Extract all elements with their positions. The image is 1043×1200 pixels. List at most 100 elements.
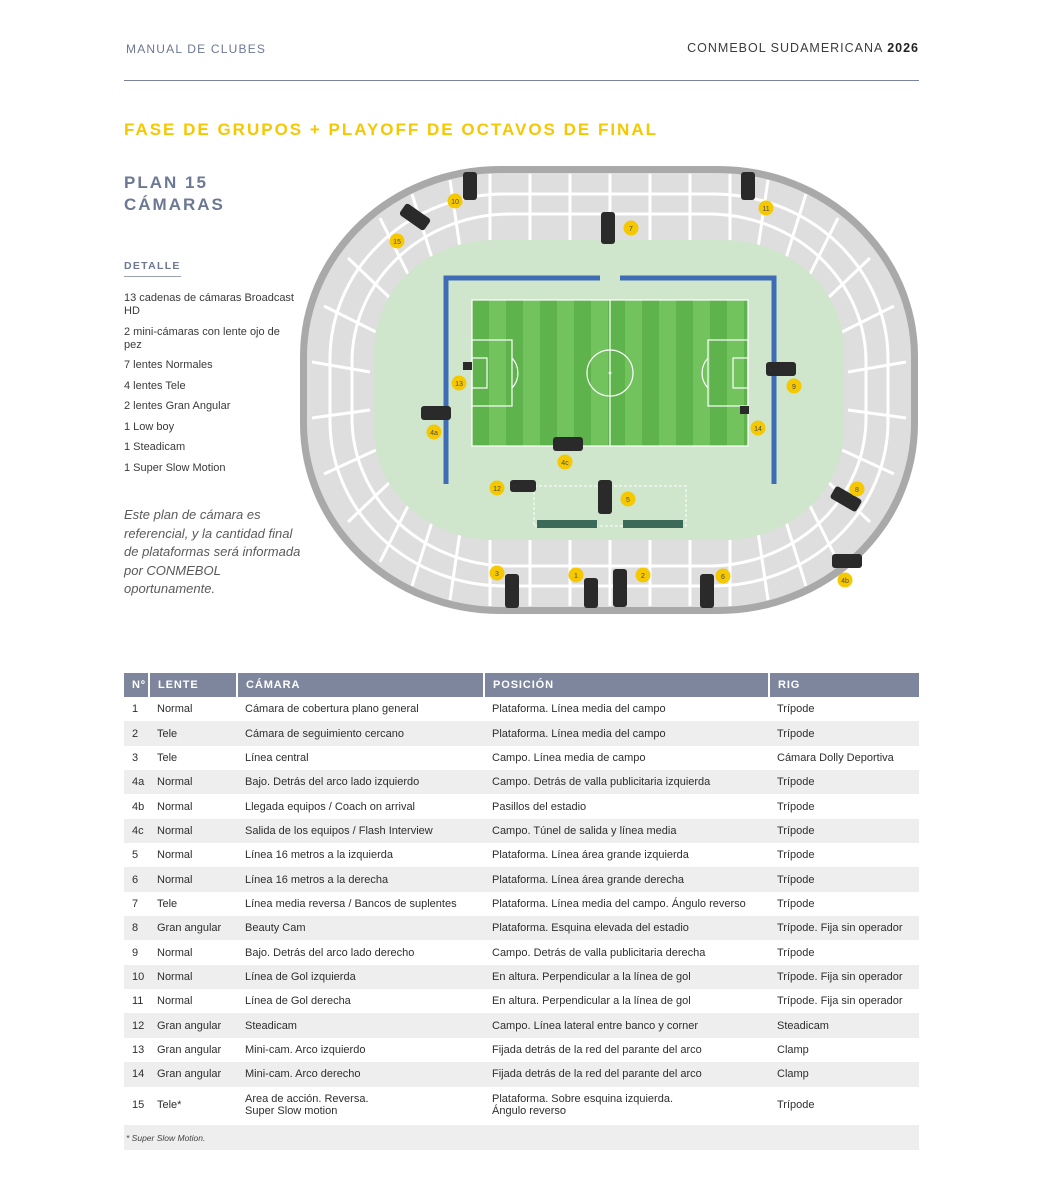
footnote: * Super Slow Motion. — [124, 1125, 919, 1150]
cell-rig: Trípode — [777, 800, 815, 813]
cell-position: Plataforma. Línea área grande derecha — [484, 867, 769, 892]
svg-text:14: 14 — [754, 426, 762, 433]
detail-item: 4 lentes Tele — [124, 379, 186, 392]
table-row: 3 Tele Línea central Campo. Línea media de … — [124, 746, 919, 770]
cell-rig: Clamp — [777, 1043, 809, 1056]
cell-number: 13 — [132, 1043, 145, 1056]
cell-lens: Gran angular — [149, 1062, 237, 1087]
detail-item: 13 cadenas de cámaras Broadcast HD — [124, 292, 294, 317]
camera-badge: 10 — [447, 193, 463, 209]
cell-lens: Normal — [157, 849, 193, 862]
bench-right — [623, 520, 683, 528]
camera-badge: 12 — [489, 480, 505, 496]
cell-number: 2 — [124, 721, 149, 746]
cell-position: Campo. Detrás de valla publicitaria izqu… — [484, 770, 769, 795]
camera-icons — [399, 172, 862, 608]
cell-rig: Trípode — [769, 770, 919, 795]
camera-badge: 1 — [568, 567, 584, 583]
stadium-camera-map: 10 11 7 15 13 9 4a 14 4c 12 5 8 3 1 2 6 … — [300, 166, 918, 614]
camera-badge: 7 — [623, 220, 639, 236]
cell-rig: Trípode — [777, 897, 815, 910]
header-divider — [124, 80, 919, 81]
cell-position: Plataforma. Línea media del campo — [484, 721, 769, 746]
cell-lens: Tele — [157, 751, 178, 764]
cell-position: Campo. Túnel de salida y línea media — [484, 818, 769, 844]
cell-position: Plataforma. Línea área grande izquierda — [492, 849, 689, 862]
cell-camera: Mini-cam. Arco izquierdo — [245, 1043, 366, 1056]
camera-badge: 13 — [451, 375, 467, 391]
cell-lens: Normal — [149, 770, 237, 795]
cell-rig: Trípode — [777, 1099, 815, 1111]
cell-camera-line2: Super Slow motion — [245, 1105, 338, 1117]
column-header-number: Nº — [124, 673, 150, 697]
cell-rig: Trípode — [769, 867, 919, 892]
cell-camera: Línea de Gol derecha — [245, 995, 351, 1008]
cell-camera: Area de acción. Reversa.Super Slow motio… — [237, 1087, 484, 1124]
cell-rig: Trípode. Fija sin operador — [769, 916, 919, 941]
camera-badge: 15 — [389, 233, 405, 249]
cell-position: Campo. Detrás de valla publicitaria dere… — [492, 946, 706, 959]
svg-text:9: 9 — [792, 384, 796, 391]
competition-year: 2026 — [887, 41, 919, 55]
cell-number: 8 — [124, 916, 149, 941]
competition-title: CONMEBOL SUDAMERICANA 2026 — [687, 41, 919, 55]
cell-number: 1 — [132, 703, 139, 716]
cell-lens: Tele — [149, 721, 237, 746]
cell-camera: Llegada equipos / Coach on arrival — [245, 800, 416, 813]
cell-position: En altura. Perpendicular a la línea de g… — [492, 995, 691, 1008]
cell-rig: Trípode — [769, 721, 919, 746]
svg-text:15: 15 — [393, 239, 401, 246]
section-title: FASE DE GRUPOS + PLAYOFF DE OCTAVOS DE F… — [124, 120, 658, 139]
pitch-lines — [471, 299, 749, 447]
cell-position: Campo. Línea media de campo — [492, 751, 646, 764]
manual-title: MANUAL DE CLUBES — [126, 42, 267, 56]
camera-badge: 4a — [426, 424, 442, 440]
plan-title: PLAN 15 CÁMARAS — [124, 172, 225, 216]
cell-number: 11 — [132, 995, 144, 1008]
cell-camera: Línea media reversa / Bancos de suplente… — [245, 897, 457, 910]
detail-item: 1 Low boy — [124, 420, 175, 433]
cell-number: 3 — [132, 751, 139, 764]
cell-position-line1: Plataforma. Sobre esquina izquierda. — [492, 1093, 673, 1105]
cell-number: 9 — [132, 946, 139, 959]
cell-number: 5 — [132, 849, 139, 862]
cell-camera-line1: Area de acción. Reversa. — [245, 1093, 369, 1105]
cell-position: Fijada detrás de la red del parante del … — [492, 1043, 702, 1056]
svg-text:13: 13 — [455, 381, 463, 388]
camera-badges: 10 11 7 15 13 9 4a 14 4c 12 5 8 3 1 2 6 … — [389, 193, 865, 588]
cell-position: Plataforma. Línea media del campo. Ángul… — [492, 897, 746, 910]
table-row: 15 Tele* Area de acción. Reversa.Super S… — [124, 1087, 919, 1124]
svg-text:4c: 4c — [561, 460, 569, 467]
cell-position: En altura. Perpendicular a la línea de g… — [484, 964, 769, 990]
cell-camera: Cámara de seguimiento cercano — [237, 721, 484, 746]
cell-number: 15 — [132, 1099, 145, 1111]
detail-label: DETALLE — [124, 260, 181, 277]
cell-position: Campo. Línea lateral entre banco y corne… — [484, 1013, 769, 1038]
svg-text:7: 7 — [629, 226, 633, 233]
cell-rig: Trípode — [777, 849, 815, 862]
cell-lens: Normal — [149, 964, 237, 990]
cell-rig: Trípode. Fija sin operador — [777, 995, 903, 1008]
cell-camera: Línea de Gol izquierda — [237, 964, 484, 990]
cell-camera: Línea central — [245, 751, 309, 764]
cell-number: 12 — [124, 1013, 149, 1038]
cell-position: Pasillos del estadio — [492, 800, 587, 813]
detail-item: 2 mini-cámaras con lente ojo de pez — [124, 325, 280, 351]
camera-badge: 9 — [786, 378, 802, 394]
cell-lens: Gran angular — [149, 1013, 237, 1038]
cell-number: 6 — [124, 867, 149, 892]
cell-lens: Tele — [157, 897, 178, 910]
cell-position: Plataforma. Sobre esquina izquierda.Ángu… — [484, 1087, 769, 1124]
svg-text:5: 5 — [626, 497, 630, 504]
cell-number: 4a — [124, 770, 149, 795]
cell-position: Plataforma. Línea media del campo — [492, 703, 666, 716]
cell-lens: Normal — [149, 818, 237, 844]
